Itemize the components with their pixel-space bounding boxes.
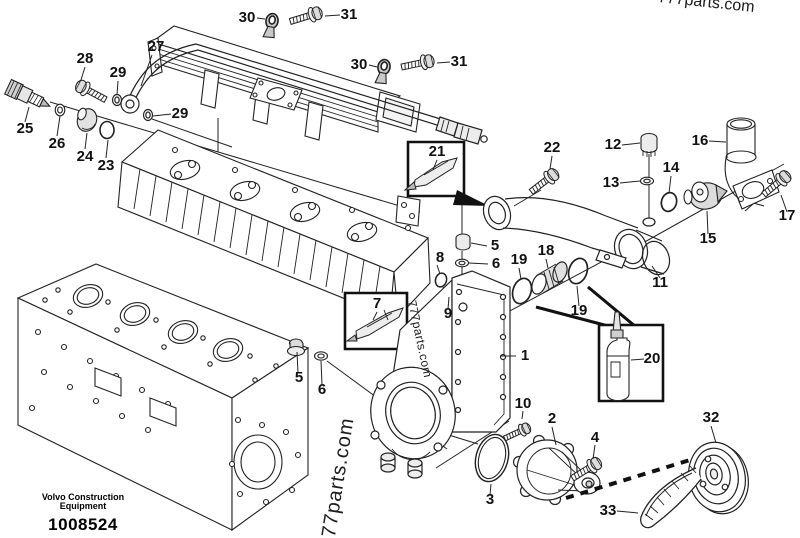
callout-8: 8 xyxy=(436,249,444,266)
callout-19: 19 xyxy=(511,251,528,268)
cylinder-head-drawing xyxy=(118,130,430,317)
thermostat-parts xyxy=(525,118,795,213)
fuel-leakoff-pipe-27 xyxy=(121,44,487,144)
sealant-box-7 xyxy=(345,293,434,349)
callout-29: 29 xyxy=(110,64,127,81)
sleeve-18 xyxy=(529,260,569,296)
callout-24: 24 xyxy=(77,148,94,165)
callout-20: 20 xyxy=(644,350,661,367)
callout-31: 31 xyxy=(341,6,358,23)
belt-33 xyxy=(566,460,701,528)
callout-12: 12 xyxy=(605,136,622,153)
o-ring-3 xyxy=(470,431,513,486)
callout-leader-lines xyxy=(25,15,787,513)
callout-23: 23 xyxy=(98,157,115,174)
callout-15: 15 xyxy=(700,230,717,247)
water-pump-group xyxy=(470,420,605,505)
callout-5: 5 xyxy=(491,237,499,254)
callout-28: 28 xyxy=(77,50,94,67)
clamp-30-right xyxy=(374,57,393,86)
bolt-22 xyxy=(525,165,563,199)
callout-30: 30 xyxy=(351,56,368,73)
callout-4: 4 xyxy=(591,429,600,446)
callout-26: 26 xyxy=(49,135,66,152)
water-pipe-11 xyxy=(479,193,674,279)
o-ring-23 xyxy=(100,122,114,139)
clamp-30-left xyxy=(262,11,281,40)
o-ring-19-right xyxy=(565,256,590,286)
thermostat-15 xyxy=(684,180,727,212)
callout-27: 27 xyxy=(148,38,165,55)
callout-6: 6 xyxy=(492,255,500,272)
o-ring-8 xyxy=(434,272,448,288)
sealant-box-21 xyxy=(405,142,489,206)
cover-feet xyxy=(381,453,422,478)
fluid-box-20 xyxy=(536,287,663,401)
plug-5-lower xyxy=(288,339,305,356)
company-name-line2: Equipment xyxy=(59,501,107,512)
bolt-31-left xyxy=(287,4,325,30)
callout-25: 25 xyxy=(17,120,34,137)
sleeve-and-orings xyxy=(509,256,590,306)
callout-33: 33 xyxy=(600,502,617,519)
block-deck-holes xyxy=(43,288,278,382)
callout-32: 32 xyxy=(703,409,720,426)
callout-6: 6 xyxy=(318,381,326,398)
callout-18: 18 xyxy=(538,242,555,259)
callout-14: 14 xyxy=(663,159,680,176)
bolt-31-right xyxy=(399,52,436,75)
plug-12 xyxy=(641,134,657,158)
pulley-32 xyxy=(682,437,754,519)
company-name-line1: Volvo Construction xyxy=(41,492,125,502)
callout-16: 16 xyxy=(692,132,709,149)
callout-2: 2 xyxy=(548,410,556,427)
callout-17: 17 xyxy=(779,207,796,224)
callout-13: 13 xyxy=(603,174,620,191)
o-ring-19-left xyxy=(509,276,534,306)
sensor-25 xyxy=(5,79,53,113)
footer-plate: Volvo Construction Equipment 1008524 xyxy=(28,492,138,535)
callout-11: 11 xyxy=(652,274,668,291)
plug-24 xyxy=(74,106,100,134)
callout-1: 1 xyxy=(521,347,529,364)
callout-22: 22 xyxy=(544,139,561,156)
thermostat-housing-16 xyxy=(725,118,779,209)
bolt-10 xyxy=(501,420,534,445)
callout-5: 5 xyxy=(295,369,303,386)
seal-housing xyxy=(361,358,466,469)
figure-number: 1008524 xyxy=(48,514,118,534)
plug-5-upper xyxy=(456,234,470,250)
temp-sensor-group xyxy=(5,79,114,138)
callout-31: 31 xyxy=(451,53,468,70)
callout-3: 3 xyxy=(486,491,494,508)
timing-cover-1 xyxy=(361,271,510,478)
callout-21: 21 xyxy=(429,143,446,160)
callout-7: 7 xyxy=(373,295,381,312)
callout-9: 9 xyxy=(444,305,452,322)
pointer-arrow xyxy=(453,190,489,206)
callout-29: 29 xyxy=(172,105,189,122)
callout-19: 19 xyxy=(571,302,588,319)
callout-30: 30 xyxy=(239,9,256,26)
banjo-bolt-28 xyxy=(72,77,110,107)
engine-block-drawing xyxy=(18,264,308,530)
callout-10: 10 xyxy=(515,395,532,412)
